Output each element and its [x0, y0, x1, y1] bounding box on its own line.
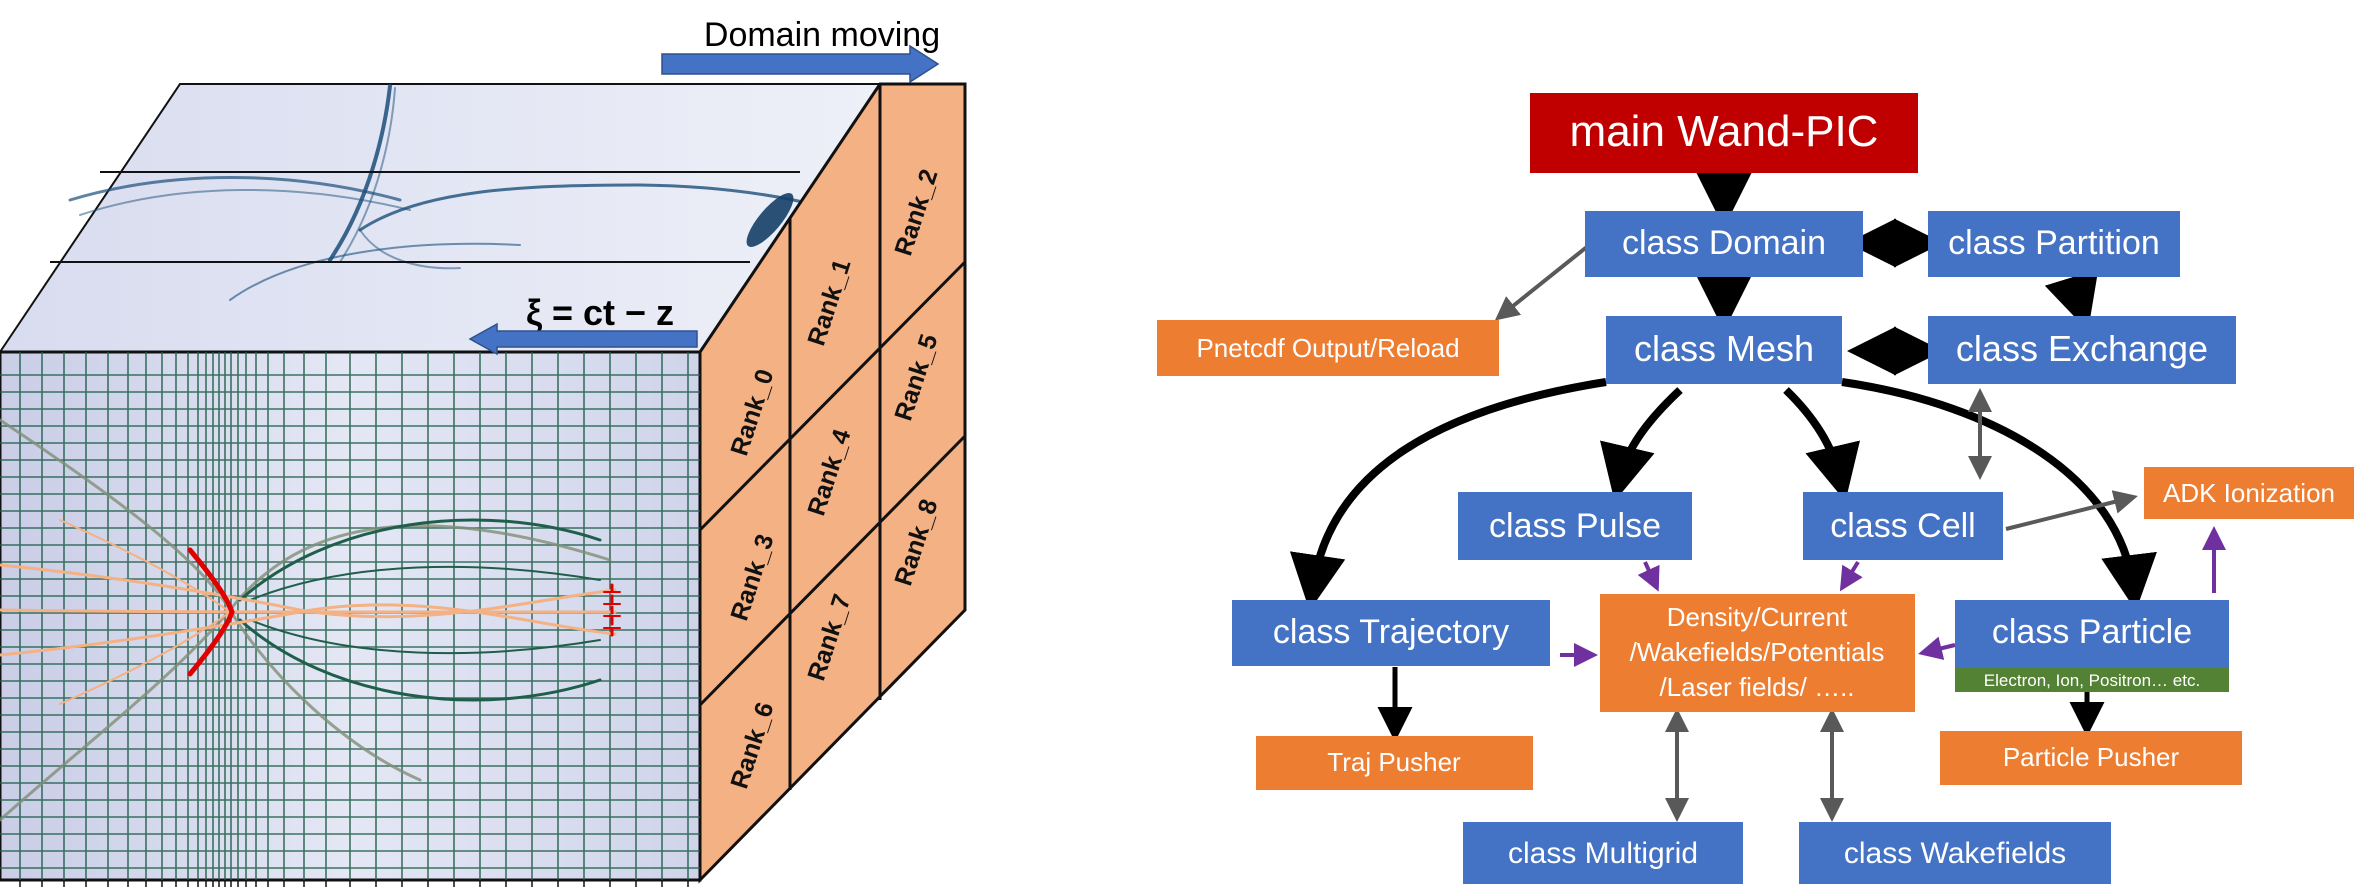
arrow-mesh-pulse [1600, 387, 1683, 502]
box-adk: ADK Ionization [2144, 467, 2354, 519]
box-fields-line2: /Wakefields/Potentials [1630, 637, 1885, 667]
box-cell: class Cell [1803, 492, 2003, 560]
arrow-partition-exchange [2044, 269, 2099, 331]
box-domain-label: class Domain [1622, 224, 1826, 262]
particle-types-label: Electron, Ion, Positron… etc. [1984, 671, 2200, 690]
arrow-domain-pnetcdf [1494, 244, 1590, 321]
domain-moving-arrow [661, 44, 940, 84]
box-multigrid-label: class Multigrid [1508, 837, 1698, 870]
connectors [1289, 172, 2226, 822]
domain-moving-label: Domain moving [704, 16, 940, 54]
box-fields: Density/Current /Wakefields/Potentials /… [1600, 594, 1915, 712]
box-cell-label: class Cell [1830, 507, 1975, 545]
box-particle: class Particle Electron, Ion, Positron… … [1955, 600, 2229, 692]
box-traj-pusher: Traj Pusher [1256, 736, 1533, 790]
arrow-mesh-trajectory [1289, 378, 1607, 611]
box-trajectory-label: class Trajectory [1273, 613, 1509, 651]
arrow-cell-fields [1839, 560, 1863, 592]
box-pulse: class Pulse [1458, 492, 1692, 560]
box-exchange-label: class Exchange [1956, 328, 2208, 369]
box-trajectory: class Trajectory [1232, 600, 1550, 666]
arrow-particle-fields [1918, 636, 1956, 660]
box-particle-label: class Particle [1992, 613, 2192, 651]
box-pulse-label: class Pulse [1489, 507, 1661, 545]
box-partition: class Partition [1928, 211, 2180, 277]
box-particle-pusher: Particle Pusher [1940, 731, 2242, 785]
arrow-mesh-cell [1783, 387, 1860, 502]
box-domain: class Domain [1585, 211, 1863, 277]
domain-cube: Rank_0 Rank_1 Rank_2 Rank_3 Rank_4 Rank_… [0, 16, 967, 887]
box-fields-line3: /Laser fields/ ….. [1659, 672, 1854, 702]
box-traj-pusher-label: Traj Pusher [1327, 747, 1461, 777]
front-wake-curves [0, 418, 621, 822]
top-wake-pattern [68, 84, 822, 301]
box-adk-label: ADK Ionization [2163, 478, 2335, 508]
box-multigrid: class Multigrid [1463, 822, 1743, 884]
box-mesh: class Mesh [1606, 316, 1842, 384]
class-diagram: main Wand-PIC class Domain class Partiti… [1157, 93, 2354, 884]
box-particle-pusher-label: Particle Pusher [2003, 742, 2180, 772]
xi-label: ξ = ct − z [526, 292, 674, 333]
bottom-ticks [19, 880, 689, 887]
box-main-label: main Wand-PIC [1570, 107, 1879, 156]
box-mesh-label: class Mesh [1634, 328, 1814, 369]
box-fields-line1: Density/Current [1667, 602, 1848, 632]
box-pnetcdf-label: Pnetcdf Output/Reload [1196, 333, 1459, 363]
box-main: main Wand-PIC [1530, 93, 1918, 173]
arrow-cell-adk [2005, 490, 2138, 531]
arrow-mesh-particle [1841, 378, 2157, 611]
box-exchange: class Exchange [1928, 316, 2236, 384]
particle-types-bar [1955, 668, 2229, 692]
xi-arrow [468, 322, 698, 356]
arrow-pulse-fields [1637, 561, 1660, 592]
box-pnetcdf: Pnetcdf Output/Reload [1157, 320, 1499, 376]
box-wakefields-label: class Wakefields [1844, 837, 2066, 870]
box-partition-label: class Partition [1948, 224, 2160, 262]
box-wakefields: class Wakefields [1799, 822, 2111, 884]
side-grid-lines [698, 84, 967, 790]
